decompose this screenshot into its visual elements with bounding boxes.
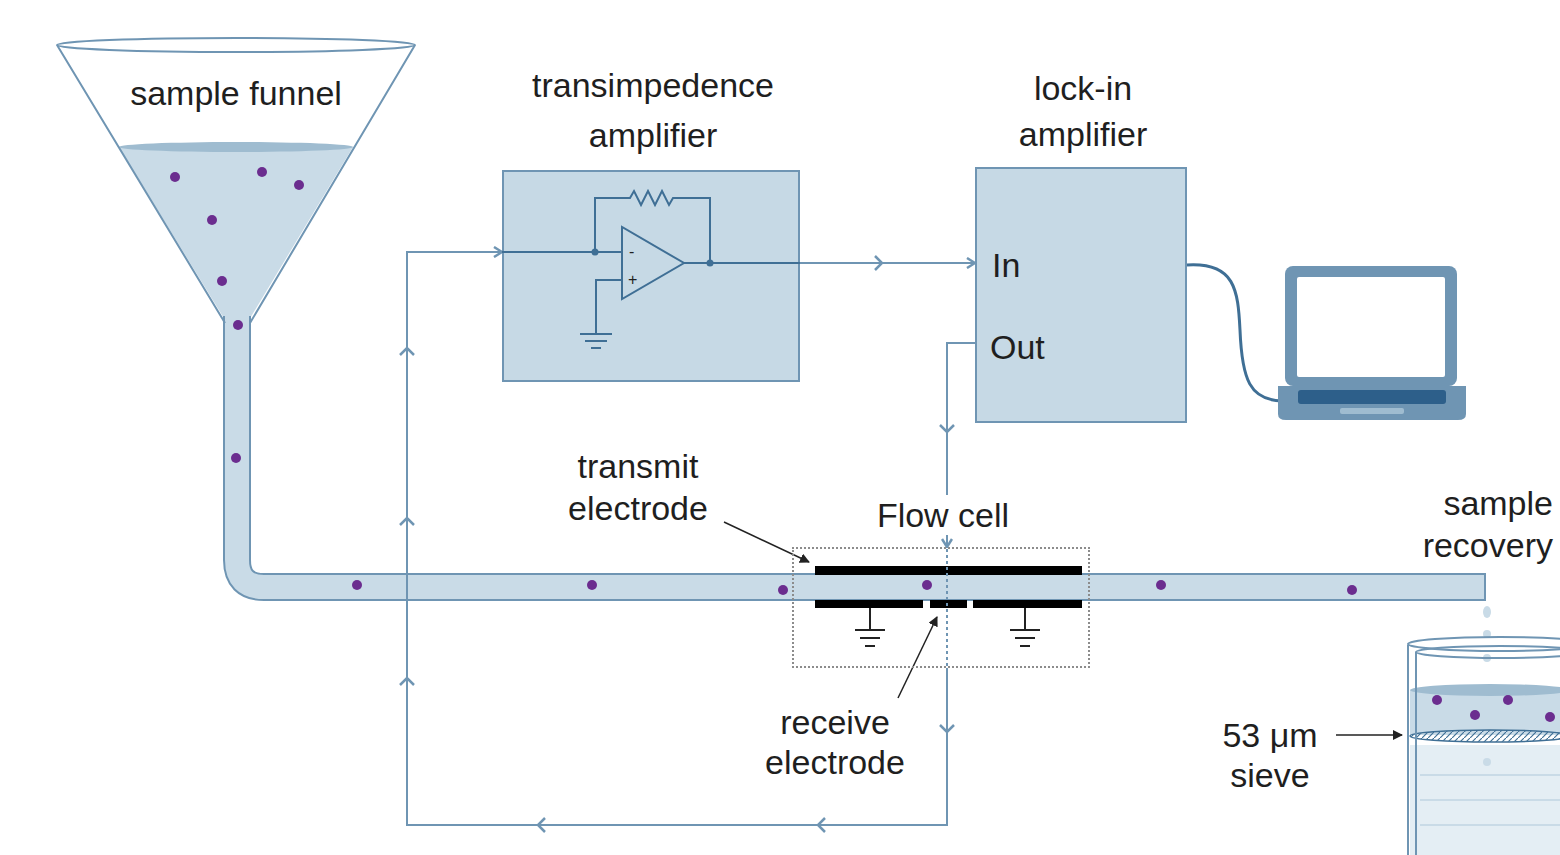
text-slot: In [992,245,1112,285]
flow-cell: Flow cell [792,547,1090,668]
ground-symbol [1010,608,1040,646]
beaker-wall [1407,645,1409,855]
data-cable [1187,265,1282,401]
sample-funnel: sample funnel [57,38,415,328]
sample-water [1410,690,1560,735]
component-title: transimpedence amplifier [483,60,823,160]
particle [231,453,241,463]
laptop-trackpad [1340,408,1404,414]
guard-electrode [973,600,1082,608]
laptop-base [1278,386,1466,420]
funnel-rim [57,38,415,52]
laptop-screen [1285,266,1457,386]
particle [257,167,267,177]
sieve-mesh [1410,730,1560,742]
particle [922,580,932,590]
op-amp-circuit [502,191,800,348]
receive-electrode [930,600,967,608]
particle [294,180,304,190]
ground-wire [596,280,622,334]
leader-line [724,522,809,562]
beaker-wall [1415,652,1417,855]
water-drop [1483,606,1491,618]
text-slot: sample recovery [1373,482,1553,566]
text-slot: 53 μm sieve [1200,715,1340,795]
particle [233,320,243,330]
particle [170,172,180,182]
junction-dot [707,260,714,267]
tube-end [1484,573,1486,601]
text-slot: transimpedence amplifier [483,60,823,160]
signal-wire [946,549,948,666]
beaker-rim [1416,646,1560,658]
particle [587,580,597,590]
particle [352,580,362,590]
particle [1470,710,1480,720]
amplifier-box: transimpedence amplifier [502,170,800,382]
particles [170,167,1357,595]
component-title: Flow cell [871,495,1015,535]
port-name: Out [990,327,1110,367]
part-label: 53 μm sieve [1200,715,1340,795]
particle [778,585,788,595]
beaker-rim [1408,637,1560,651]
text-slot: Flow cell [794,495,1092,535]
liquid-surface [119,142,353,152]
text-slot: lock-in amplifier [977,65,1189,157]
liquid-surface [1410,684,1560,696]
input-wire [502,251,622,253]
amplifier-box: lock-in amplifierInOut [975,167,1187,423]
particle [1347,585,1357,595]
particle [207,215,217,225]
funnel-liquid [119,147,353,320]
water-lines [1420,775,1560,825]
port-name: In [992,245,1112,285]
particle [1156,580,1166,590]
water-drop [1483,758,1491,766]
component-title: sample funnel [57,73,415,113]
output-wire [684,262,800,264]
leader-line [898,617,937,698]
op-amp-triangle [622,227,684,299]
text-slot: transmit electrode [543,445,733,529]
text-slot: sample funnel [57,73,415,113]
part-label: sample recovery [1373,482,1553,566]
particle [217,276,227,286]
particle [1503,695,1513,705]
signal-wire [800,262,975,264]
guard-electrode [815,600,923,608]
part-label: receive electrode [740,702,930,782]
funnel-wall [57,45,415,323]
junction-dot [592,249,599,256]
component-title: lock-in amplifier [977,65,1189,157]
transmit-electrode [815,566,1082,575]
laptop-keyboard [1298,390,1446,404]
particles [1432,695,1555,722]
part-label: transmit electrode [543,445,733,529]
ground-symbol [855,608,885,646]
text-slot: Out [990,327,1110,367]
particle [1545,712,1555,722]
filtered-water [1410,745,1560,855]
ground-symbol [580,334,612,348]
laptop-display [1297,277,1445,377]
feedback-resistor [595,191,710,263]
particle [1432,695,1442,705]
text-slot: receive electrode [740,702,930,782]
leader-line [1336,734,1402,736]
